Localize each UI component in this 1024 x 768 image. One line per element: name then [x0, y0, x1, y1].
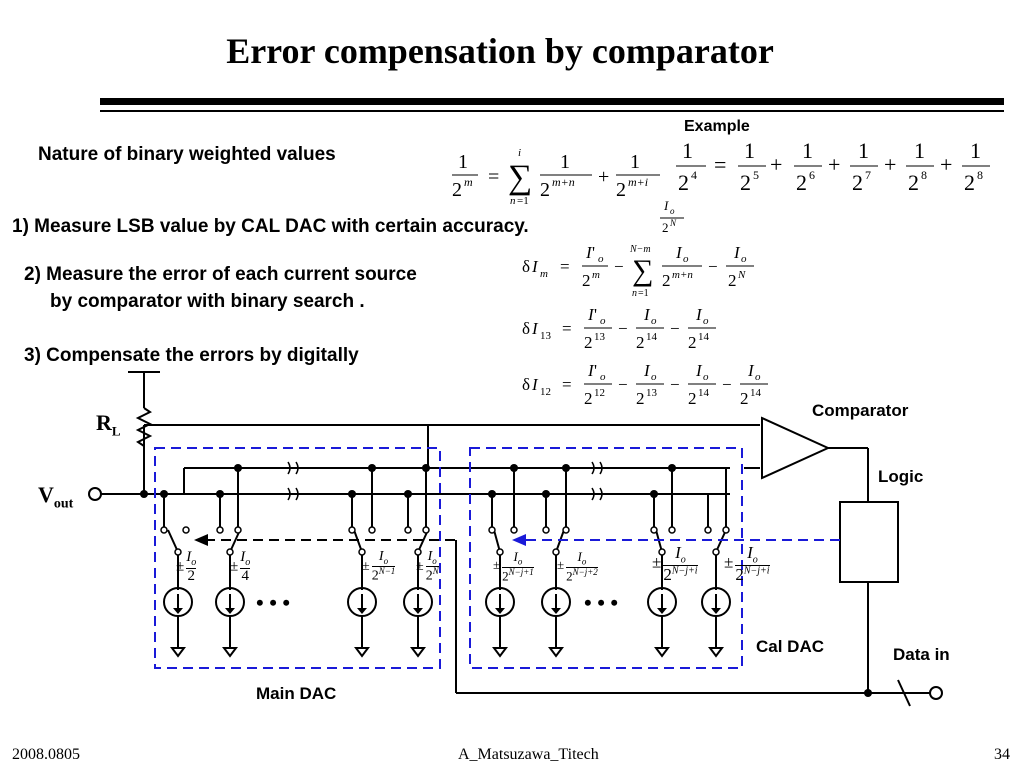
cal-dac-label: Cal DAC — [756, 637, 825, 656]
slide-title: Error compensation by comparator — [226, 31, 774, 71]
data-in-terminal — [929, 686, 943, 700]
data-in-label: Data in — [893, 645, 950, 664]
rl-label: RL — [96, 410, 121, 439]
footer-page-number: 34 — [994, 746, 1010, 763]
comparator-label: Comparator — [812, 401, 909, 420]
step-3-text: 3) Compensate the errors by digitally — [24, 345, 359, 366]
title-rule-thick — [100, 98, 1004, 105]
step-1-text: 1) Measure LSB value by CAL DAC with cer… — [12, 216, 529, 237]
main-dac-arrow-head — [194, 534, 208, 546]
footer-date: 2008.0805 — [12, 746, 80, 763]
title-rule-thin — [100, 110, 1004, 112]
vout-terminal — [88, 487, 102, 501]
main-dac-label: Main DAC — [256, 684, 337, 703]
vout-label: Vout — [38, 482, 74, 512]
cal-dac-arrow-head — [512, 534, 526, 546]
main-dac-ellipsis: • • • — [256, 590, 290, 615]
main-dac-box — [154, 447, 441, 669]
logic-label: Logic — [878, 467, 924, 486]
example-label: Example — [684, 118, 750, 135]
step-2-text-line1: 2) Measure the error of each current sou… — [24, 264, 417, 285]
cal-dac-ellipsis: • • • — [584, 590, 618, 615]
cal-dac-box — [469, 447, 743, 669]
footer-author: A_Matsuzawa_Titech — [458, 746, 599, 763]
step-2-text-line2: by comparator with binary search . — [50, 291, 365, 312]
comparator-symbol — [761, 416, 831, 480]
nature-text: Nature of binary weighted values — [38, 144, 336, 165]
logic-block — [839, 501, 899, 583]
